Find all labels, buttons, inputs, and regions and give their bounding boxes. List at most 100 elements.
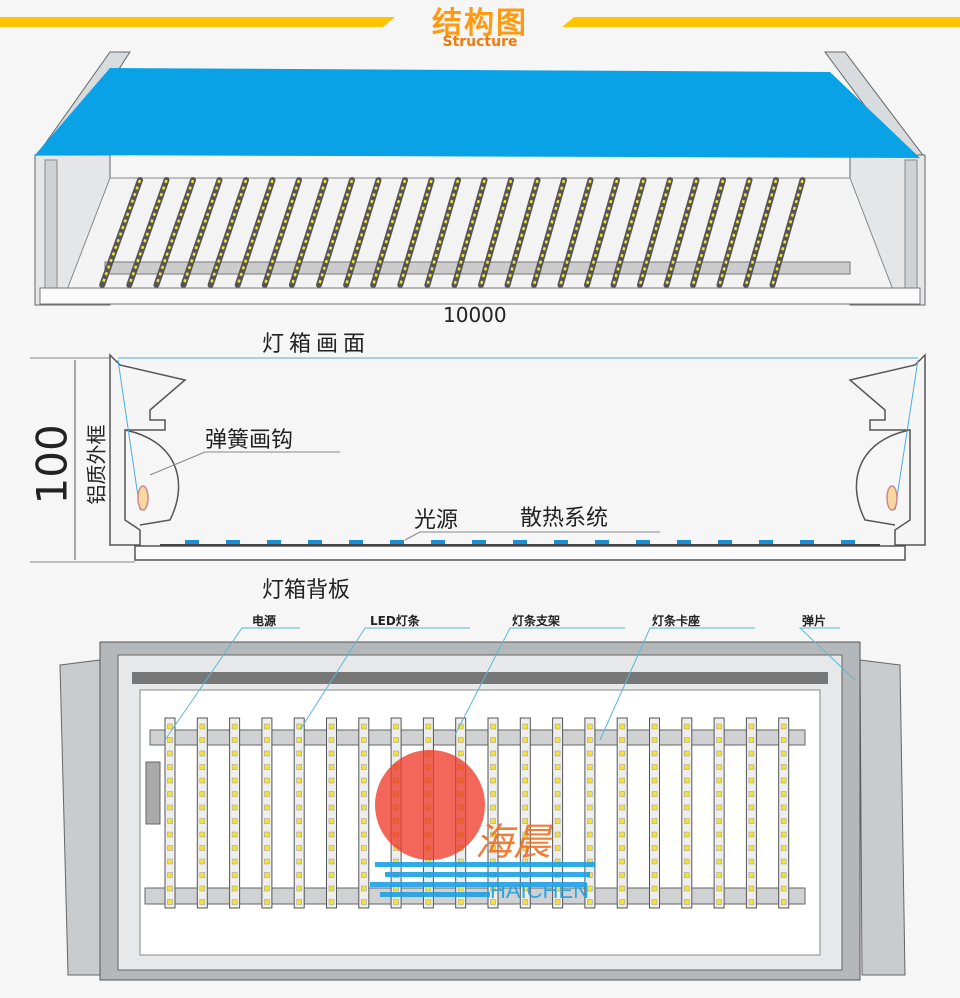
- led-strip: [229, 717, 241, 909]
- led-bead: [296, 858, 302, 865]
- led-bead: [264, 899, 270, 905]
- led-strip: [196, 717, 208, 909]
- led-bead: [651, 845, 658, 851]
- led-bead: [587, 845, 593, 851]
- led-bead: [554, 818, 561, 824]
- led-bead: [264, 791, 270, 797]
- led-bead: [361, 872, 367, 878]
- led-bead: [167, 845, 173, 851]
- led-bead: [522, 764, 529, 770]
- led-bead: [522, 831, 529, 838]
- led-chip: [513, 540, 527, 544]
- led-bead: [264, 872, 270, 878]
- led-strip: [261, 717, 273, 909]
- led-bead: [296, 818, 302, 824]
- led-strip: [745, 717, 757, 909]
- led-bead: [619, 804, 625, 811]
- led-bead: [619, 899, 625, 905]
- led-bead: [587, 777, 593, 784]
- led-bead: [748, 777, 755, 784]
- frame-inner-top: [132, 672, 828, 684]
- led-bead: [684, 791, 690, 797]
- led-bead: [684, 858, 690, 865]
- watermark-brand-en: HAICHEN: [490, 878, 589, 903]
- led-bead: [780, 777, 787, 784]
- led-bead: [264, 885, 270, 892]
- led-bead: [651, 737, 658, 743]
- led-bead: [748, 818, 755, 824]
- led-bead: [554, 804, 561, 811]
- led-bead: [684, 750, 690, 757]
- led-bead: [199, 885, 206, 892]
- led-bead: [328, 804, 335, 811]
- led-bead: [716, 818, 722, 824]
- width-dimension: 10000: [443, 303, 507, 327]
- led-bead: [554, 845, 561, 851]
- led-bead: [296, 872, 302, 878]
- led-strip: [293, 717, 305, 909]
- led-bead: [587, 750, 593, 757]
- header-decor-bar-left: [0, 17, 395, 27]
- led-bead: [296, 845, 302, 851]
- led-bead: [619, 845, 625, 851]
- led-beads: [585, 179, 619, 286]
- led-bead: [167, 777, 173, 784]
- led-bead: [748, 764, 755, 770]
- left-spring-hook: [124, 429, 180, 526]
- led-bead: [619, 791, 625, 797]
- led-beads: [453, 179, 486, 286]
- led-beads: [532, 179, 566, 286]
- led-bead: [684, 845, 690, 851]
- led-bead: [361, 804, 367, 811]
- led-bead: [684, 885, 690, 892]
- led-bead: [554, 791, 561, 797]
- led-bead: [264, 858, 270, 865]
- callout-led-strip: LED灯条: [370, 614, 420, 628]
- led-bead: [328, 858, 335, 865]
- led-beads: [559, 179, 592, 286]
- led-bead: [490, 899, 496, 905]
- led-bead: [328, 723, 335, 730]
- callout-power: 电源: [252, 614, 277, 628]
- led-bead: [716, 872, 722, 878]
- led-bead: [780, 791, 787, 797]
- led-bead: [296, 885, 302, 892]
- led-bead: [619, 723, 625, 730]
- led-bead: [328, 845, 335, 851]
- led-beads: [372, 179, 407, 286]
- led-bead: [490, 831, 496, 838]
- led-bead: [231, 858, 238, 865]
- led-chip: [349, 540, 363, 544]
- led-bead: [619, 872, 625, 878]
- right-spring-hook: [855, 429, 911, 526]
- led-bead: [167, 872, 173, 878]
- light-fabric: [35, 68, 920, 158]
- led-bead: [199, 899, 206, 905]
- led-chip: [718, 540, 732, 544]
- led-beads: [771, 179, 804, 286]
- led-bead: [231, 723, 238, 730]
- led-bead: [167, 791, 173, 797]
- led-bead: [619, 737, 625, 743]
- led-bead: [167, 899, 173, 905]
- led-bead: [716, 764, 722, 770]
- led-bead: [780, 723, 787, 730]
- led-bead: [490, 804, 496, 811]
- right-side-rail: [859, 659, 906, 976]
- led-bead: [264, 845, 270, 851]
- led-bead: [361, 831, 367, 838]
- heat-sink-label: 散热系统: [520, 506, 609, 531]
- led-bead: [361, 858, 367, 865]
- led-bead: [167, 885, 173, 892]
- led-chip: [185, 540, 199, 544]
- led-bead: [361, 899, 367, 905]
- led-bead: [199, 872, 206, 878]
- led-bead: [457, 737, 464, 743]
- led-bead: [522, 845, 529, 851]
- led-bead: [296, 777, 302, 784]
- watermark-brand-cn: 海晨: [475, 820, 553, 864]
- led-bead: [490, 737, 496, 743]
- led-bead: [199, 791, 206, 797]
- led-bead: [684, 872, 690, 878]
- led-bead: [490, 777, 496, 784]
